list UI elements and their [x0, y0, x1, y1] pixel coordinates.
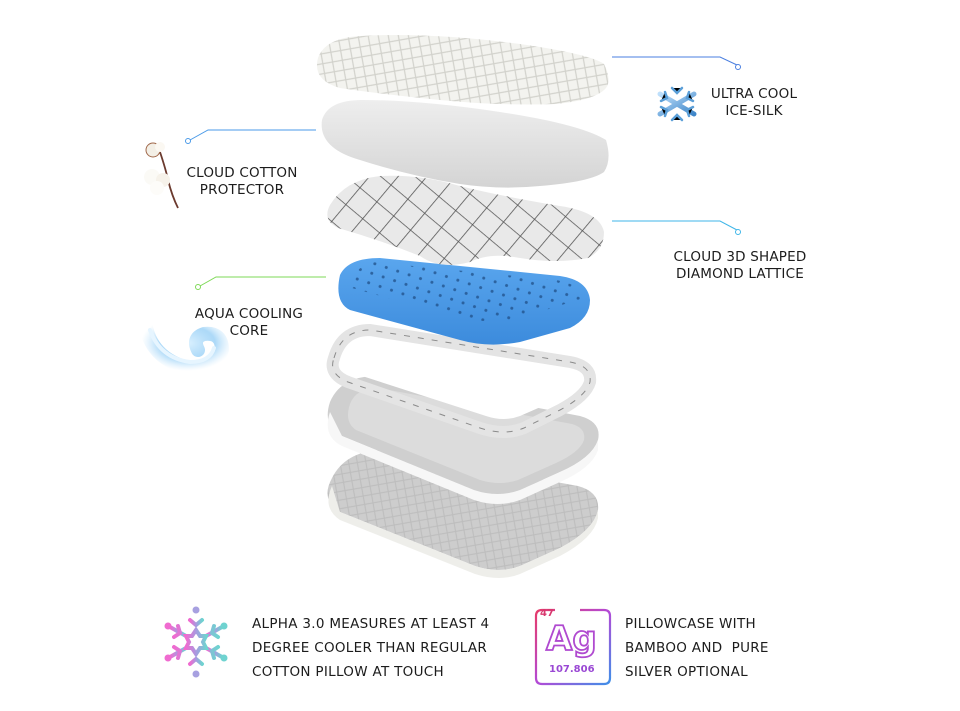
- layer-ice-silk-cover-top: [316, 35, 609, 105]
- callout-line-1: AQUA COOLING: [194, 306, 304, 322]
- water-swirl-icon: [138, 315, 230, 376]
- feature-line-2: BAMBOO AND PURE: [625, 640, 769, 656]
- element-number: 47: [540, 608, 554, 619]
- callout-aqua-cooling-core: AQUA COOLING CORE: [182, 306, 316, 340]
- callout-line-2: PROTECTOR: [199, 182, 285, 198]
- cotton-flower-icon: [144, 142, 179, 209]
- layer-inner-tray: [327, 376, 599, 504]
- snowflake-icon: [657, 81, 697, 127]
- element-mass: 107.806: [549, 664, 595, 675]
- feature-cooler-text: ALPHA 3.0 MEASURES AT LEAST 4 DEGREE COO…: [252, 612, 489, 684]
- connector-aqua-cooling: [195, 276, 326, 290]
- callout-line-2: ICE-SILK: [725, 103, 783, 119]
- layer-cotton-protector: [321, 100, 609, 188]
- layer-side-band: [326, 323, 597, 438]
- feature-line-3: SILVER OPTIONAL: [625, 664, 749, 680]
- feature-line-2: DEGREE COOLER THAN REGULAR: [252, 640, 488, 656]
- connector-diamond-lattice: [612, 220, 741, 235]
- callout-cloud-cotton-protector: CLOUD COTTON PROTECTOR: [172, 165, 312, 199]
- layer-aqua-cooling-core: [338, 258, 590, 345]
- connector-cloud-cotton: [185, 129, 316, 144]
- gradient-snowflake-icon: [164, 606, 228, 678]
- callout-line-2: CORE: [229, 323, 269, 339]
- callout-line-1: CLOUD 3D SHAPED: [673, 249, 807, 265]
- feature-line-1: PILLOWCASE WITH: [625, 616, 756, 632]
- connector-ultra-cool: [612, 56, 741, 70]
- feature-line-1: ALPHA 3.0 MEASURES AT LEAST 4: [252, 616, 490, 632]
- feature-silver-text: PILLOWCASE WITH BAMBOO AND PURE SILVER O…: [625, 612, 769, 684]
- element-symbol: Ag: [545, 619, 597, 659]
- callout-line-1: CLOUD COTTON: [186, 165, 298, 181]
- layer-diamond-lattice: [327, 175, 604, 265]
- callout-line-1: ULTRA COOL: [710, 86, 798, 102]
- feature-line-3: COTTON PILLOW AT TOUCH: [252, 664, 444, 680]
- callout-line-2: DIAMOND LATTICE: [676, 266, 804, 282]
- callout-cloud-3d-diamond-lattice: CLOUD 3D SHAPED DIAMOND LATTICE: [660, 249, 820, 283]
- callout-ultra-cool-ice-silk: ULTRA COOL ICE-SILK: [698, 86, 810, 120]
- silver-element-icon: [534, 608, 612, 686]
